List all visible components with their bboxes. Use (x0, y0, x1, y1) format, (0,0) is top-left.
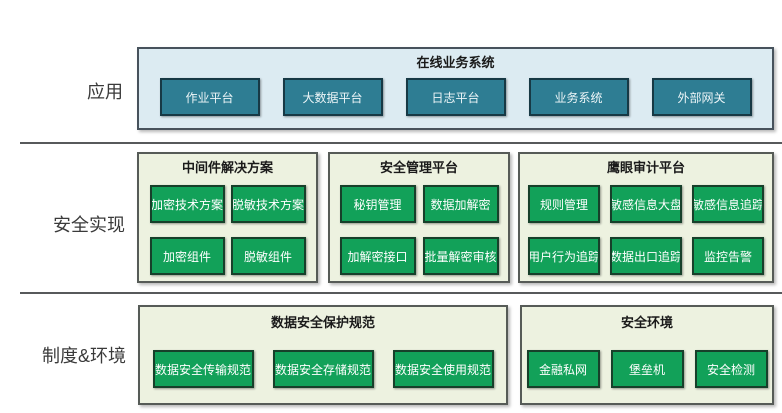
app-node: 大数据平台 (282, 78, 383, 116)
divider-line-bottom (20, 292, 782, 294)
group-title-security-environment: 安全环境 (620, 315, 673, 330)
app-node: 业务系统 (528, 78, 629, 116)
row-label-policy-environment: 制度&环境 (42, 346, 127, 366)
divider-line-top (20, 142, 782, 144)
group-title-data-security-spec: 数据安全保护规范 (270, 315, 375, 330)
group-data-security-spec: 数据安全保护规范 数据安全传输规范 数据安全存储规范 数据安全使用规范 (138, 305, 508, 405)
group-title-middleware-solution: 中间件解决方案 (181, 160, 273, 175)
group-online-business: 在线业务系统 作业平台 大数据平台 日志平台 业务系统 外部网关 (137, 47, 774, 130)
capability-node-row: 加密技术方案 脱敏技术方案 (139, 185, 316, 223)
spec-node: 数据安全使用规范 (392, 350, 494, 388)
capability-node: 脱敏组件 (230, 237, 306, 275)
capability-node: 加密技术方案 (149, 185, 225, 223)
group-security-environment: 安全环境 金融私网 堡垒机 安全检测 (520, 305, 774, 405)
capability-node: 敏感信息大盘 (610, 185, 682, 223)
env-node: 金融私网 (526, 350, 600, 388)
app-node: 日志平台 (405, 78, 506, 116)
group-middleware-solution: 中间件解决方案 加密技术方案 脱敏技术方案 加密组件 脱敏组件 (137, 152, 318, 283)
capability-node: 秘钥管理 (339, 185, 416, 223)
capability-node: 数据出口追踪 (610, 237, 682, 275)
env-node: 堡垒机 (610, 350, 684, 388)
capability-node: 规则管理 (528, 185, 600, 223)
group-title-online-business: 在线业务系统 (416, 55, 495, 70)
capability-node-row: 加密组件 脱敏组件 (139, 237, 316, 275)
capability-node-row: 用户行为追踪 数据出口追踪 监控告警 (520, 237, 772, 275)
capability-node-row: 规则管理 敏感信息大盘 敏感信息追踪 (520, 185, 772, 223)
group-eagle-eye-audit: 鹰眼审计平台 规则管理 敏感信息大盘 敏感信息追踪 用户行为追踪 数据出口追踪 … (518, 152, 774, 283)
spec-node: 数据安全存储规范 (272, 350, 374, 388)
capability-node: 脱敏技术方案 (230, 185, 306, 223)
spec-node-row: 数据安全传输规范 数据安全存储规范 数据安全使用规范 (140, 350, 506, 388)
group-title-security-management: 安全管理平台 (379, 160, 458, 175)
env-node: 安全检测 (694, 350, 768, 388)
capability-node: 批量解密审核 (422, 237, 499, 275)
app-node: 外部网关 (651, 78, 752, 116)
app-node-row: 作业平台 大数据平台 日志平台 业务系统 外部网关 (139, 78, 772, 116)
spec-node: 数据安全传输规范 (152, 350, 254, 388)
capability-node: 加密组件 (149, 237, 225, 275)
row-label-security-implementation: 安全实现 (53, 215, 125, 235)
group-security-management: 安全管理平台 秘钥管理 数据加解密 加解密接口 批量解密审核 (328, 152, 510, 283)
capability-node: 加解密接口 (339, 237, 416, 275)
capability-node-row: 秘钥管理 数据加解密 (330, 185, 508, 223)
group-title-eagle-eye-audit: 鹰眼审计平台 (606, 160, 685, 175)
capability-node: 数据加解密 (422, 185, 499, 223)
capability-node: 敏感信息追踪 (692, 185, 764, 223)
env-node-row: 金融私网 堡垒机 安全检测 (522, 350, 772, 388)
capability-node: 监控告警 (692, 237, 764, 275)
row-label-application: 应用 (87, 82, 123, 102)
capability-node-row: 加解密接口 批量解密审核 (330, 237, 508, 275)
capability-node: 用户行为追踪 (528, 237, 600, 275)
app-node: 作业平台 (159, 78, 260, 116)
